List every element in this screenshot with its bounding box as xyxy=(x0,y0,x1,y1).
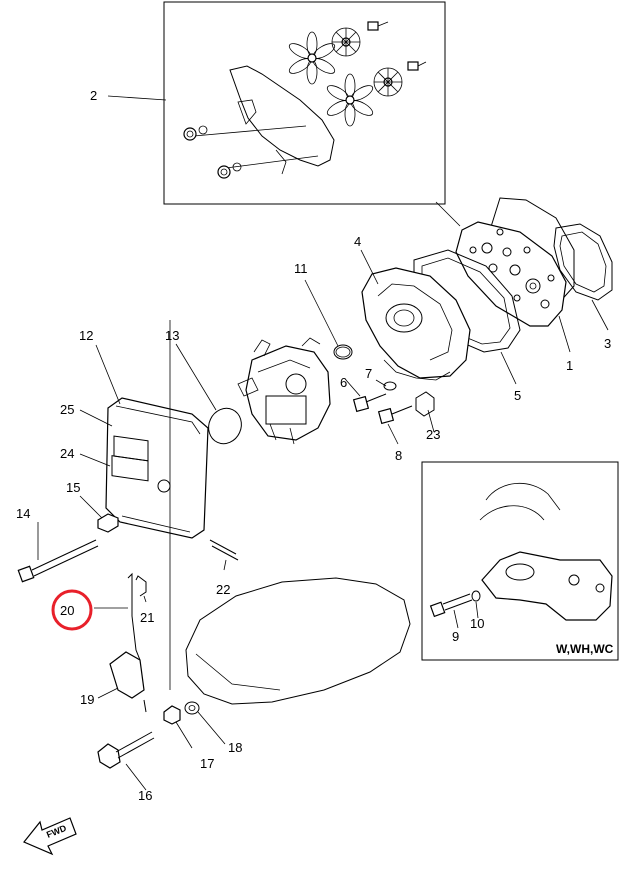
intake-plates-group xyxy=(333,197,613,381)
fasteners-group xyxy=(352,381,435,425)
callout-3: 3 xyxy=(604,336,611,351)
engine-hood xyxy=(185,577,411,705)
leader-lines xyxy=(37,95,609,791)
forward-direction-arrow: FWD xyxy=(23,817,77,856)
callout-14: 14 xyxy=(16,506,30,521)
variant-inset xyxy=(421,461,619,661)
callout-16: 16 xyxy=(138,788,152,803)
variant-label: W,WH,WC xyxy=(556,642,614,656)
callout-21: 21 xyxy=(140,610,154,625)
callout-19: 19 xyxy=(80,692,94,707)
callout-2: 2 xyxy=(90,88,97,103)
callout-4: 4 xyxy=(354,234,361,249)
callout-25: 25 xyxy=(60,402,74,417)
choke-linkage xyxy=(97,572,200,769)
callout-labels: 2 1 3 4 5 6 7 8 11 12 13 25 24 15 14 22 … xyxy=(16,88,614,803)
callout-17: 17 xyxy=(200,756,214,771)
callout-1: 1 xyxy=(566,358,573,373)
intake-silencer xyxy=(17,397,239,583)
callout-15: 15 xyxy=(66,480,80,495)
callout-11: 11 xyxy=(294,261,308,276)
callout-6: 6 xyxy=(340,375,347,390)
highlight-circle xyxy=(51,589,93,631)
callout-9: 9 xyxy=(452,629,459,644)
callout-18: 18 xyxy=(228,740,242,755)
reed-valve-inset xyxy=(163,1,446,205)
callout-22: 22 xyxy=(216,582,230,597)
callout-20: 20 xyxy=(60,603,74,618)
callout-5: 5 xyxy=(514,388,521,403)
screw-icon xyxy=(367,21,427,71)
callout-7: 7 xyxy=(365,366,372,381)
callout-12: 12 xyxy=(79,328,93,343)
callout-8: 8 xyxy=(395,448,402,463)
callout-23: 23 xyxy=(426,427,440,442)
carburetor xyxy=(208,337,331,445)
callout-10: 10 xyxy=(470,616,484,631)
callout-13: 13 xyxy=(165,328,179,343)
callout-24: 24 xyxy=(60,446,74,461)
